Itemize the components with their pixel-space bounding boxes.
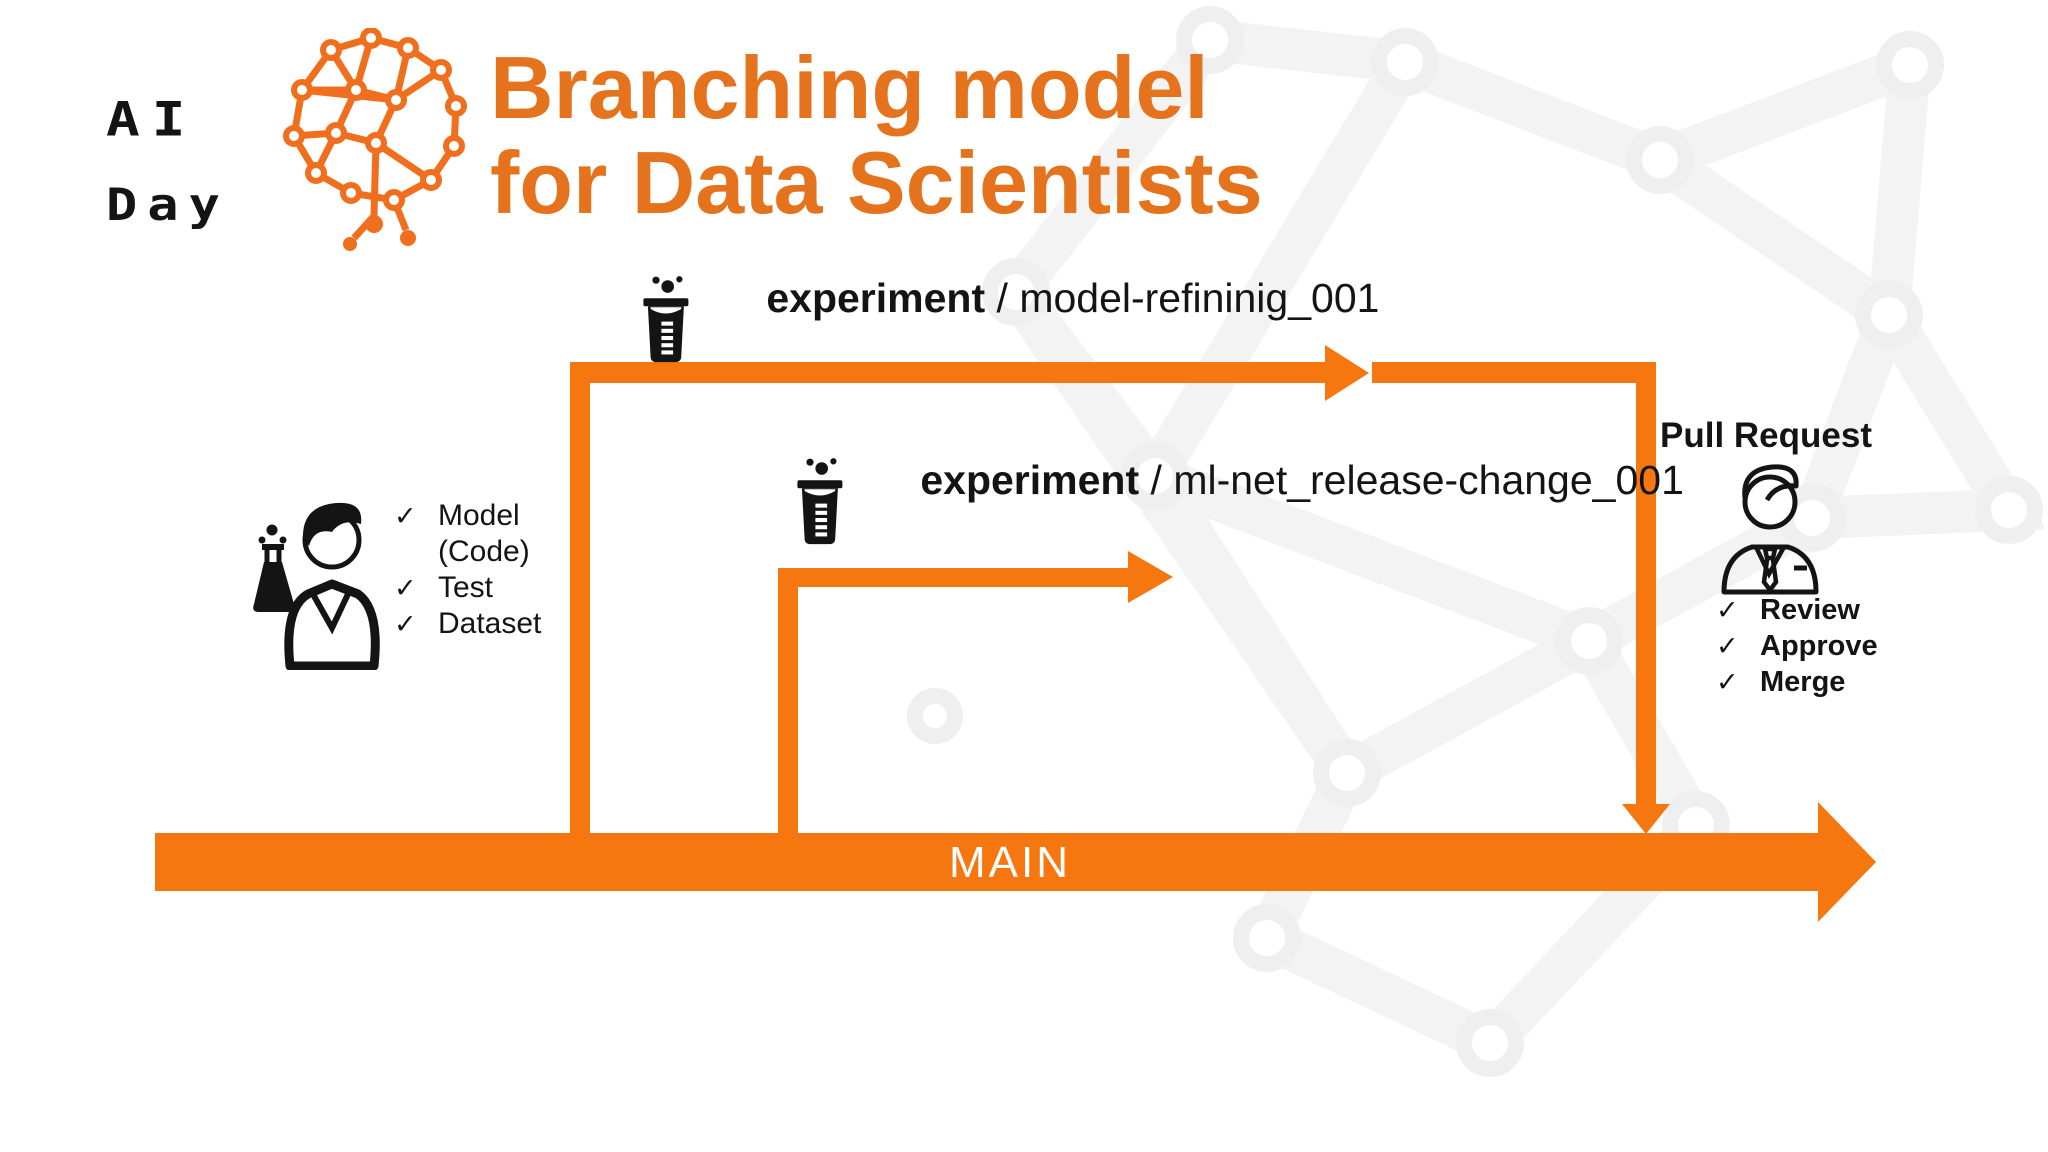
- branch1-arrowhead-icon: [1325, 345, 1369, 401]
- checklist-label: Approve: [1760, 630, 1878, 662]
- beaker-icon: [638, 268, 692, 368]
- branch2-separator: /: [1139, 457, 1174, 503]
- title-line-2: for Data Scientists: [490, 133, 1263, 232]
- branch1-horizontal-line: [570, 362, 1327, 383]
- main-branch-label: MAIN: [949, 838, 1071, 887]
- pull-request-checklist: ✓ Review ✓ Approve ✓ Merge: [1716, 592, 1878, 700]
- checkmark-icon: ✓: [394, 609, 417, 639]
- checklist-item: ✓ Merge: [1716, 664, 1878, 700]
- checklist-label: Test: [438, 571, 494, 604]
- branch2-name: experiment / ml-net_release-change_001: [852, 419, 1684, 550]
- logo-text-day: Day: [106, 180, 230, 231]
- branch2-ref: ml-net_release-change_001: [1173, 457, 1684, 503]
- checklist-label: Dataset: [438, 607, 542, 640]
- page-title: Branching model for Data Scientists: [490, 40, 1263, 230]
- checklist-item: ✓ Model: [394, 498, 541, 534]
- data-scientist-icon: [253, 502, 380, 670]
- checklist-label: Model: [438, 499, 520, 532]
- branch2-arrowhead-icon: [1128, 551, 1173, 603]
- brain-network-logo-icon: [283, 28, 467, 251]
- checklist-item: ✓ Review: [1716, 592, 1878, 628]
- checklist-label: Review: [1760, 594, 1860, 626]
- merge-down-arrowhead-icon: [1622, 804, 1670, 834]
- checklist-item: ✓ Dataset: [394, 606, 541, 642]
- branch1-name: experiment / model-refininig_001: [698, 237, 1379, 368]
- checkmark-icon: [394, 534, 438, 570]
- scientist-checklist: ✓ Model (Code) ✓ Test ✓ Dataset: [394, 498, 541, 642]
- branch1-vertical-line: [570, 362, 590, 833]
- main-branch-arrowhead-icon: [1818, 802, 1876, 922]
- checkmark-icon: ✓: [1716, 667, 1739, 697]
- branch2-horizontal-line: [778, 568, 1128, 587]
- branch1-label: experiment / model-refininig_001: [638, 268, 1379, 368]
- beaker-icon: [792, 450, 846, 550]
- checklist-label: (Code): [438, 535, 530, 568]
- merge-horizontal-line: [1372, 362, 1656, 383]
- title-line-1: Branching model: [490, 38, 1209, 137]
- main-branch-bar: [155, 833, 1818, 891]
- pull-request-title: Pull Request: [1660, 416, 1872, 455]
- checklist-item: ✓ Test: [394, 570, 541, 606]
- checklist-item: ✓ Approve: [1716, 628, 1878, 664]
- checkmark-icon: ✓: [394, 573, 417, 603]
- checklist-item: (Code): [394, 534, 541, 570]
- checkmark-icon: ✓: [1716, 631, 1739, 661]
- branch2-label: experiment / ml-net_release-change_001: [792, 450, 1684, 550]
- merge-vertical-line: [1636, 362, 1656, 806]
- branch1-ref: model-refininig_001: [1019, 275, 1380, 321]
- branch2-vertical-line: [778, 568, 798, 833]
- reviewer-person-icon: [1721, 464, 1819, 595]
- checkmark-icon: ✓: [394, 501, 417, 531]
- branch2-prefix: experiment: [920, 457, 1140, 503]
- checkmark-icon: ✓: [1716, 595, 1739, 625]
- branch1-prefix: experiment: [766, 275, 986, 321]
- branch1-separator: /: [985, 275, 1020, 321]
- checklist-label: Merge: [1760, 666, 1846, 698]
- logo-text-ai: AI: [106, 92, 198, 148]
